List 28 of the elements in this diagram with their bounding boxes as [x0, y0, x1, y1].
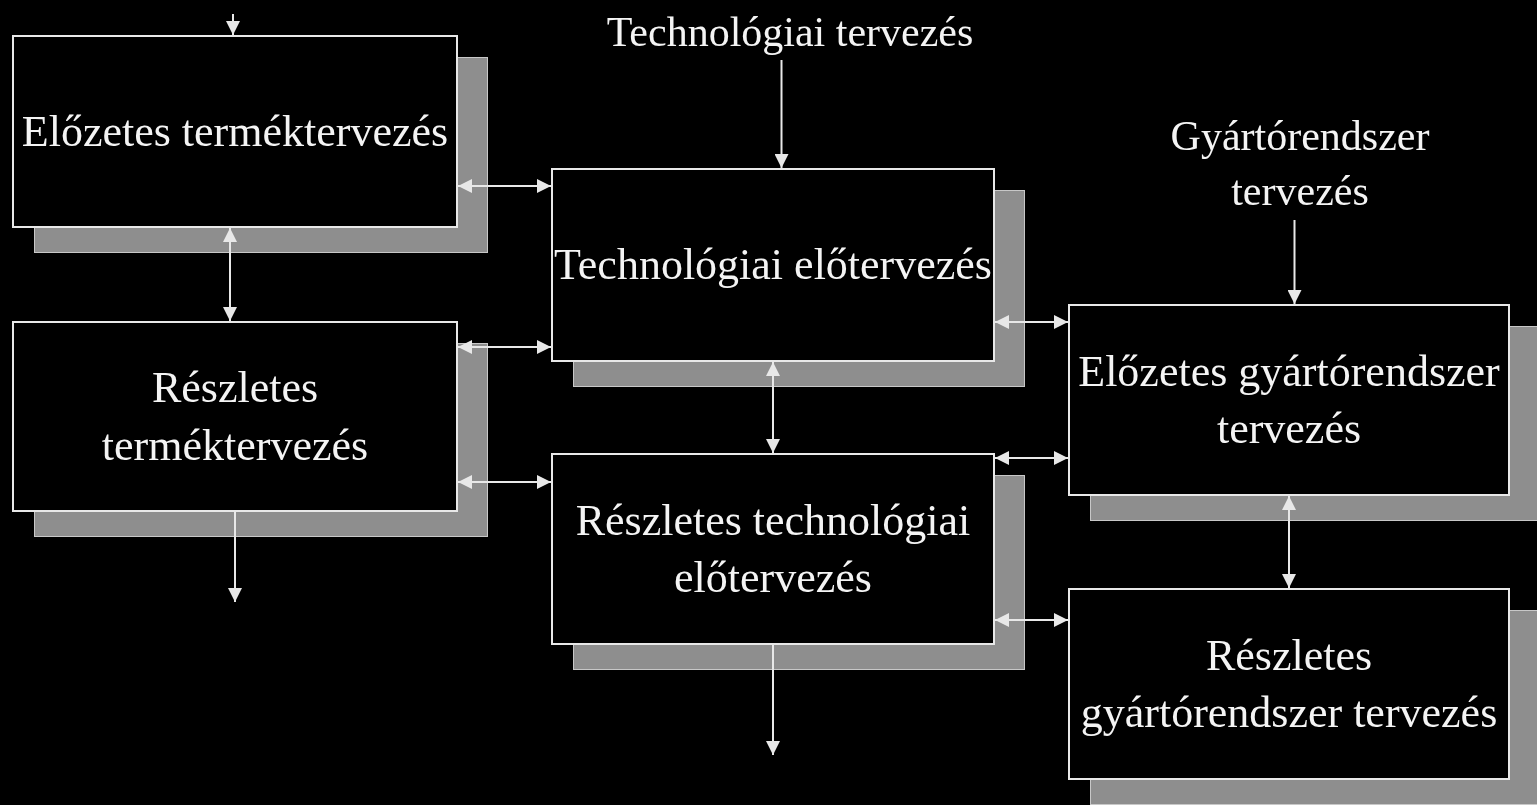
process-box: [12, 35, 458, 228]
arrow: [766, 361, 780, 454]
box-label: Előzetes gyártórendszer tervezés: [1077, 345, 1501, 455]
process-box: [551, 168, 995, 362]
process-box: [1068, 304, 1510, 496]
arrow: [766, 644, 780, 756]
box-label: Előzetes terméktervezés: [21, 105, 449, 158]
arrow: [226, 13, 240, 36]
process-box: [1068, 588, 1510, 780]
box-label: Részletes gyártórendszer tervezés: [1079, 629, 1499, 739]
process-box: [12, 321, 458, 512]
arrow: [774, 59, 789, 169]
arrow: [994, 451, 1069, 465]
box-label: Részletes terméktervezés: [100, 362, 370, 472]
box-label: Technológiai tervezés: [606, 7, 974, 57]
box-label: Részletes technológiai előtervezés: [574, 494, 972, 604]
arrow: [457, 179, 552, 193]
arrow: [457, 340, 552, 354]
arrow: [223, 227, 237, 322]
arrow: [994, 315, 1069, 329]
arrow: [1282, 495, 1296, 589]
box-label: Technológiai előtervezés: [554, 239, 992, 292]
arrow: [994, 613, 1069, 627]
box-label: Gyártórendszer tervezés: [1169, 112, 1431, 216]
arrow: [228, 511, 242, 603]
arrow: [1287, 219, 1302, 305]
process-box: [551, 453, 995, 645]
arrow: [457, 475, 552, 489]
